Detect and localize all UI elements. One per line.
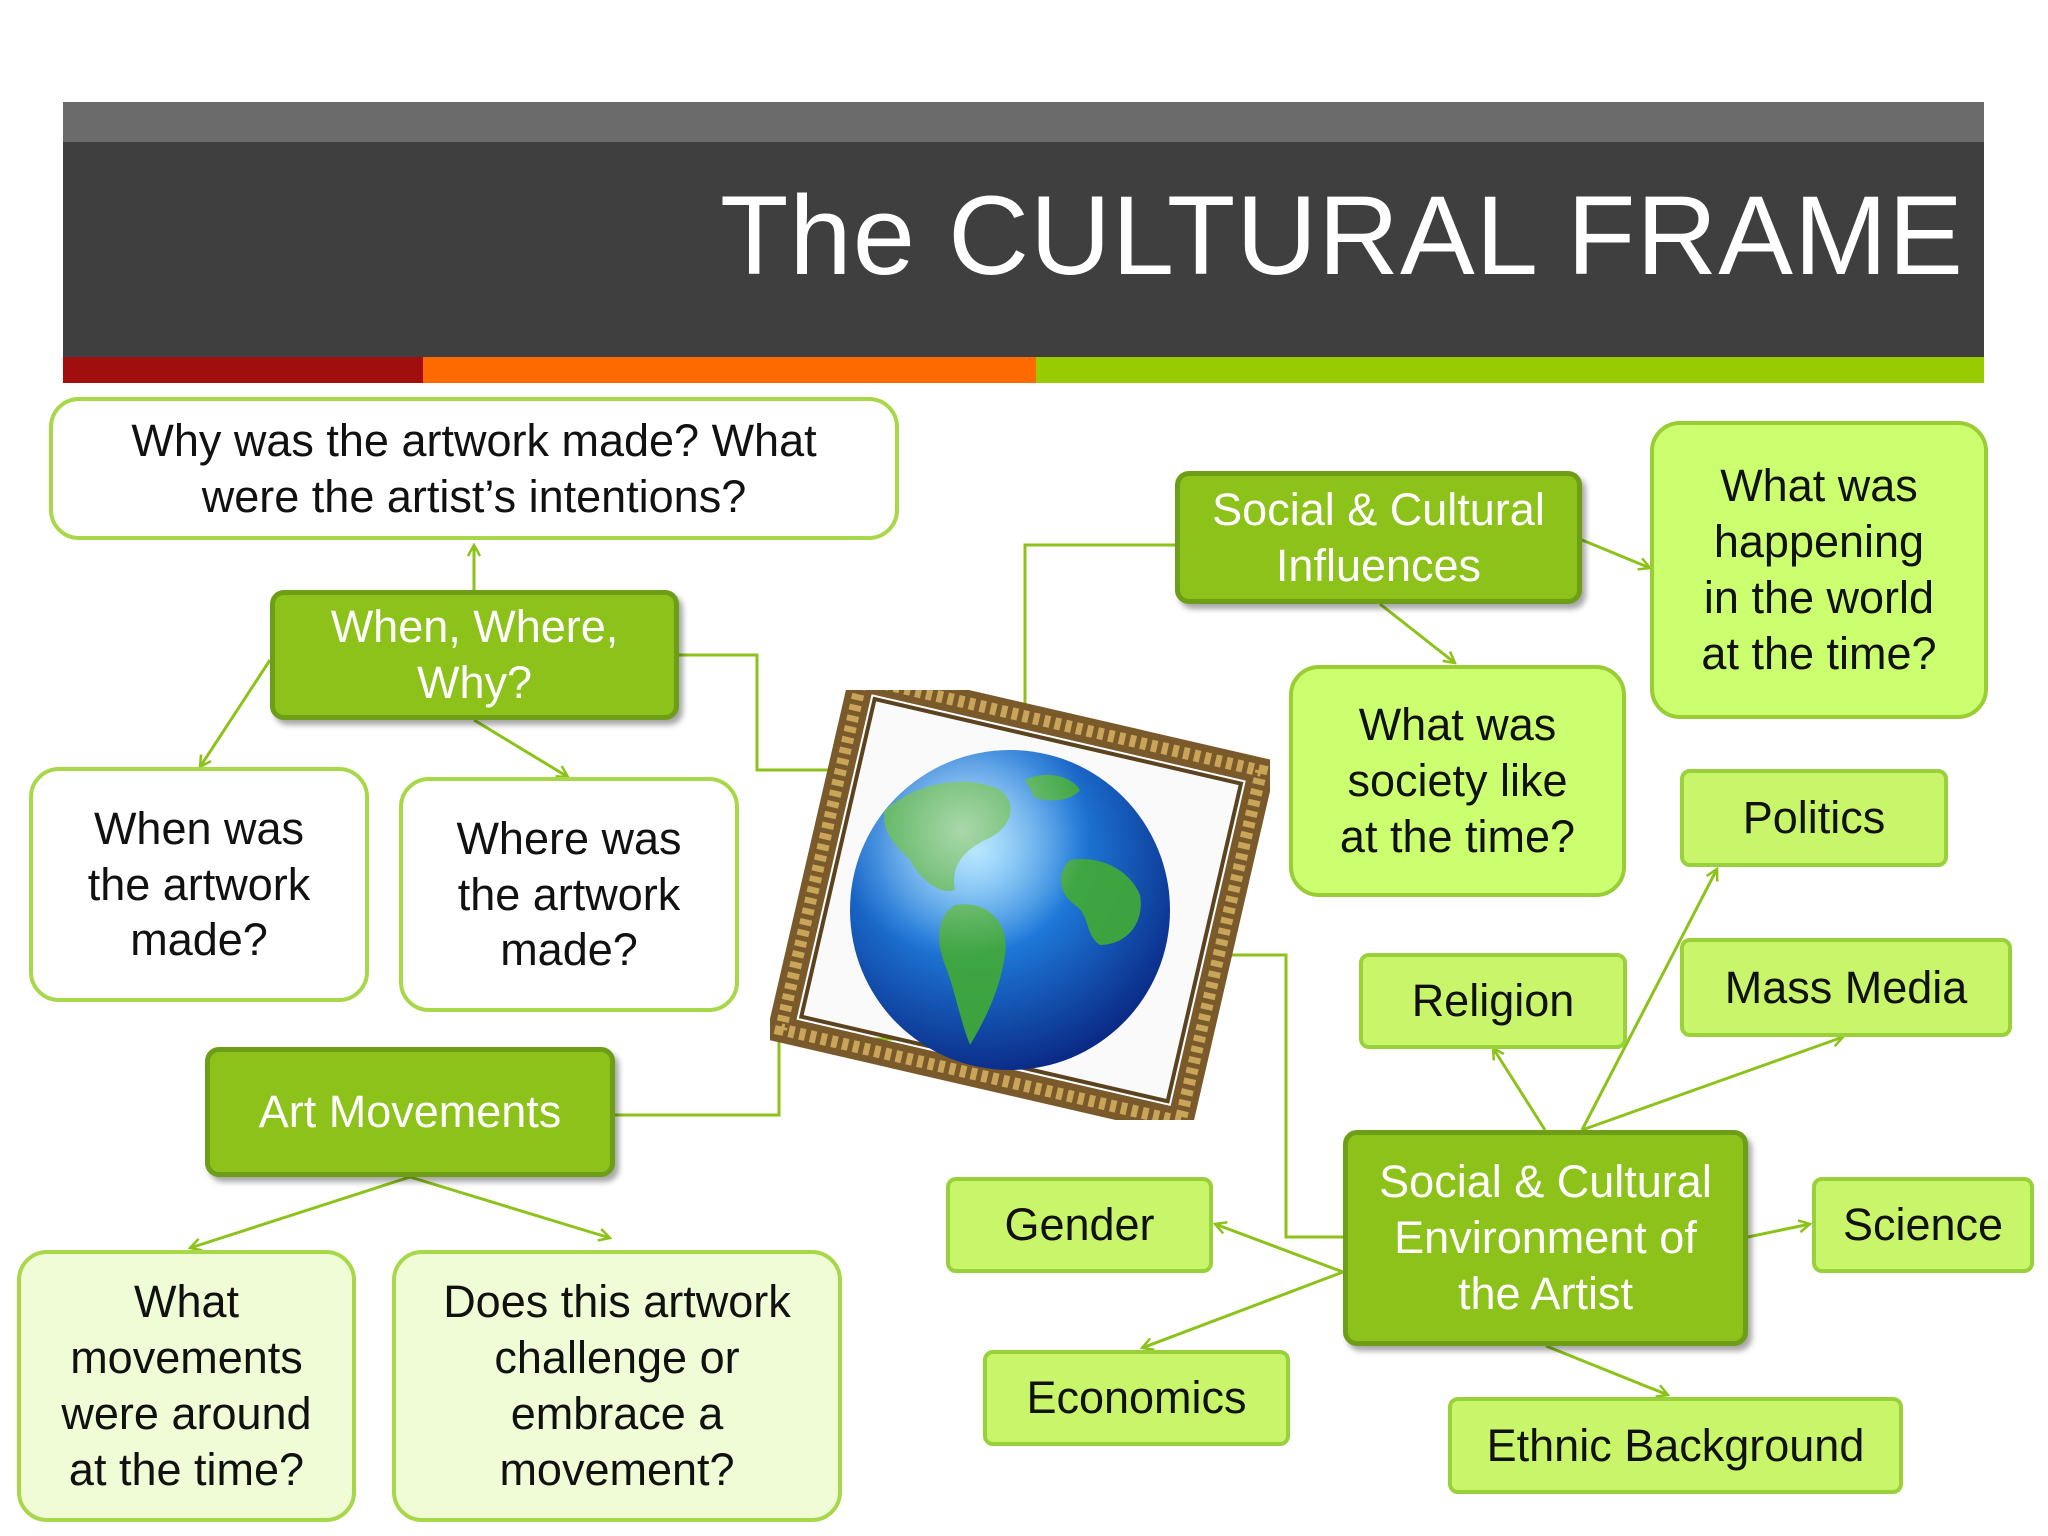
arrow-to-society bbox=[1379, 602, 1455, 663]
cultural-environment-node: Social & Cultural Environment of the Art… bbox=[1343, 1130, 1748, 1346]
arrow-to-mass-media bbox=[1581, 1037, 1843, 1132]
connector-globe-environment bbox=[1228, 953, 1343, 1239]
arrow-to-ethnic-background bbox=[1545, 1344, 1668, 1395]
accent-stripe-green bbox=[1036, 357, 1984, 383]
header-band bbox=[63, 142, 1984, 357]
economics-node: Economics bbox=[983, 1350, 1290, 1446]
arrow-to-when bbox=[200, 659, 272, 767]
challenge-question-box: Does this artwork challenge or embrace a… bbox=[392, 1250, 842, 1522]
arrow-to-politics bbox=[1580, 869, 1717, 1131]
why-question-box: Why was the artwork made? What were the … bbox=[49, 397, 899, 540]
politics-node: Politics bbox=[1680, 769, 1948, 867]
art-movements-node: Art Movements bbox=[205, 1047, 615, 1177]
when-where-why-node: When, Where, Why? bbox=[270, 590, 679, 720]
mass-media-node: Mass Media bbox=[1680, 938, 2012, 1037]
when-question-box: When was the artwork made? bbox=[29, 767, 369, 1002]
where-question-box: Where was the artwork made? bbox=[399, 777, 739, 1012]
accent-stripe-orange bbox=[423, 357, 1036, 383]
connector-globe-when-where-why bbox=[676, 653, 845, 772]
arrow-to-science bbox=[1747, 1224, 1810, 1239]
arrow-to-world bbox=[1581, 538, 1650, 568]
religion-node: Religion bbox=[1359, 953, 1627, 1049]
science-node: Science bbox=[1812, 1177, 2034, 1273]
slide-title: The CULTURAL FRAME bbox=[720, 173, 1964, 298]
world-question-box: What was happening in the world at the t… bbox=[1650, 421, 1988, 719]
movements-question-box: What movements were around at the time? bbox=[17, 1250, 356, 1522]
social-influences-node: Social & Cultural Influences bbox=[1175, 471, 1582, 604]
arrow-to-where bbox=[473, 718, 568, 777]
arrow-to-religion bbox=[1493, 1048, 1547, 1131]
arrow-to-challenge bbox=[409, 1175, 610, 1238]
arrow-to-gender bbox=[1215, 1224, 1344, 1274]
globe-in-frame-image bbox=[770, 690, 1270, 1120]
ethnic-background-node: Ethnic Background bbox=[1448, 1397, 1903, 1494]
arrow-to-movements bbox=[190, 1175, 411, 1248]
accent-stripe-red bbox=[63, 357, 423, 383]
society-question-box: What was society like at the time? bbox=[1289, 665, 1626, 897]
gender-node: Gender bbox=[946, 1177, 1213, 1273]
connector-globe-social-influences bbox=[1023, 543, 1175, 725]
arrow-to-economics bbox=[1142, 1270, 1344, 1348]
header-top-band bbox=[63, 102, 1984, 142]
